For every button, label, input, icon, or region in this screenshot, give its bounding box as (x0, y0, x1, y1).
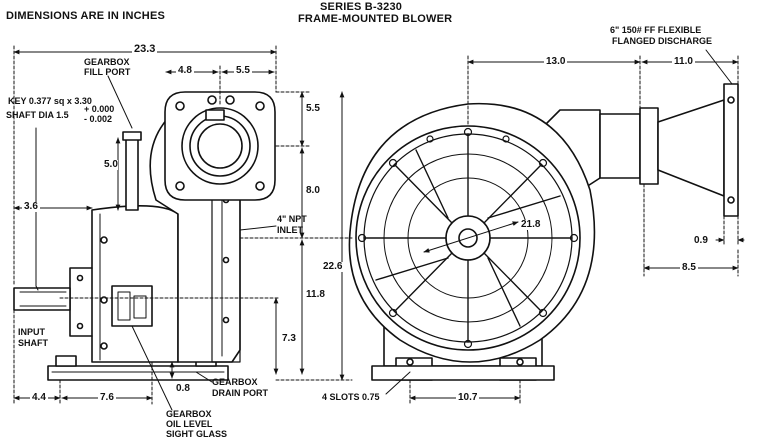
fill-port-pipe (125, 137, 139, 211)
model-title: FRAME-MOUNTED BLOWER (298, 13, 453, 25)
label-discharge-1: 6" 150# FF FLEXIBLE (610, 25, 702, 35)
label-key: KEY 0.377 sq x 3.30 (8, 96, 92, 106)
mount-foot-left (55, 355, 77, 367)
units-note: DIMENSIONS ARE IN INCHES (6, 10, 166, 22)
label-inlet-1: 4" NPT (277, 214, 307, 224)
input-shaft (13, 287, 71, 311)
label-inlet-2: INLET (277, 225, 303, 235)
dim-5-5-top: 5.5 (234, 65, 252, 76)
dim-overall-width: 23.3 (132, 43, 158, 55)
dim-4-4: 4.4 (30, 392, 48, 403)
gearbox-body (69, 205, 179, 363)
label-glass-3: SIGHT GLASS (166, 429, 228, 439)
impeller-spokes (363, 133, 573, 343)
bolt-ring (357, 127, 579, 349)
dim-10-7: 10.7 (456, 392, 480, 403)
series-title: SERIES B-3230 (320, 1, 403, 13)
label-glass-2: OIL LEVEL (166, 419, 213, 429)
dim-7-3: 7.3 (282, 333, 296, 344)
dim-0-8: 0.8 (176, 383, 190, 394)
label-shaft-dia: SHAFT DIA 1.5 (6, 110, 69, 120)
dim-8-5: 8.5 (680, 262, 698, 273)
label-slots: 4 SLOTS 0.75 (322, 392, 380, 402)
dim-13-0: 13.0 (544, 56, 568, 67)
pedestal-base (371, 365, 555, 381)
label-drain-1: GEARBOX (212, 377, 258, 387)
dim-5-0: 5.0 (104, 159, 118, 170)
base-plate (47, 365, 229, 381)
dim-8-0: 8.0 (306, 185, 320, 196)
dim-4-8: 4.8 (176, 65, 194, 76)
label-input-1: INPUT (18, 327, 45, 337)
side-view (13, 91, 276, 381)
label-fill-port-2: FILL PORT (84, 67, 131, 77)
label-input-2: SHAFT (18, 338, 48, 348)
dim-21-8: 21.8 (520, 219, 542, 230)
label-glass-1: GEARBOX (166, 409, 212, 419)
dim-3-6: 3.6 (22, 201, 40, 212)
dim-11-0: 11.0 (672, 56, 695, 67)
discharge-flange (723, 83, 739, 217)
front-view (348, 83, 739, 381)
label-tol-plus: + 0.000 (84, 104, 115, 114)
dim-22-6: 22.6 (322, 261, 344, 272)
dim-11-8: 11.8 (306, 289, 325, 300)
dim-5-5-side: 5.5 (306, 103, 320, 114)
label-tol-minus: - 0.002 (84, 114, 113, 124)
label-drain-2: DRAIN PORT (212, 388, 268, 398)
dim-7-6: 7.6 (98, 392, 116, 403)
label-discharge-2: FLANGED DISCHARGE (612, 36, 713, 46)
label-fill-port-1: GEARBOX (84, 57, 130, 67)
dim-0-9: 0.9 (694, 235, 708, 246)
